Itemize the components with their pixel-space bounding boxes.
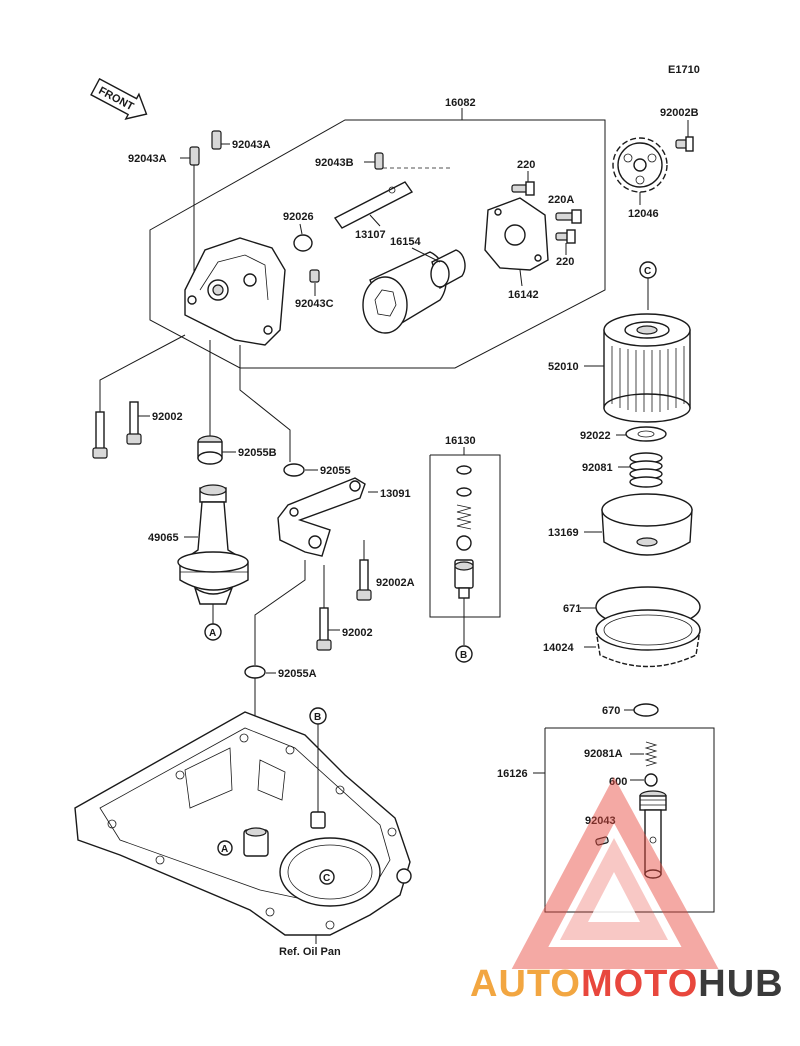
bolt-92002-mid (316, 607, 332, 651)
part-label-92043: 92043 (585, 815, 616, 827)
o-ring-92055 (283, 463, 305, 477)
callout-A-pan (217, 840, 233, 856)
oil-pan (74, 711, 412, 936)
relief-valve-16130-box (429, 454, 501, 618)
sprocket-12046 (612, 137, 668, 193)
part-label-220-top: 220 (517, 159, 535, 171)
part-label-92055B: 92055B (238, 447, 277, 459)
part-label-49065: 49065 (148, 532, 179, 544)
part-label-92081A: 92081A (584, 748, 623, 760)
ball-600 (644, 773, 658, 787)
part-label-52010: 52010 (548, 361, 579, 373)
part-label-92026: 92026 (283, 211, 314, 223)
part-label-92022: 92022 (580, 430, 611, 442)
o-ring-92055A (244, 665, 266, 679)
o-ring-92026 (293, 234, 313, 252)
bypass-valve-16126-box (544, 727, 715, 913)
callout-C-filter-letter: C (644, 266, 651, 277)
part-label-12046: 12046 (628, 208, 659, 220)
oil-pump-body (184, 237, 286, 346)
callout-C-filter (639, 261, 657, 279)
part-label-670: 670 (602, 705, 620, 717)
callout-B-valve-letter: B (460, 650, 467, 661)
valve-body-16126 (639, 790, 667, 879)
bolt-92002B (675, 136, 694, 152)
callout-A-pan-letter: A (221, 844, 228, 855)
dowel-pin-92043A-left (189, 146, 200, 166)
part-label-16154: 16154 (390, 236, 421, 248)
bolt-92002-left-a (92, 411, 108, 459)
pin-92043B (374, 152, 384, 170)
callout-C-pan (319, 869, 335, 885)
ref-oil-pan-label: Ref. Oil Pan (279, 946, 341, 958)
callout-A-strainer (204, 623, 222, 641)
assembly-16082-outline (149, 119, 606, 369)
pin-92043 (595, 836, 609, 846)
watermark-logo (511, 776, 719, 969)
part-label-92002-left: 92002 (152, 411, 183, 423)
housing-14024 (595, 609, 701, 668)
oil-filter-52010 (603, 313, 691, 423)
part-label-220-bottom: 220 (556, 256, 574, 268)
strainer-49065 (177, 484, 249, 605)
pin-92043C (309, 269, 320, 283)
screw-220-bottom (555, 229, 576, 244)
part-label-671: 671 (563, 603, 581, 615)
washer-92022 (625, 426, 667, 442)
spring-92081A (644, 741, 658, 767)
bolt-92002A (356, 559, 372, 601)
part-label-92043A-right: 92043A (232, 139, 271, 151)
screw-220A (555, 209, 582, 224)
plug-92055B (197, 435, 223, 465)
front-arrow-icon: FRONT (90, 77, 148, 120)
part-label-600: 600 (609, 776, 627, 788)
part-label-16142: 16142 (508, 289, 539, 301)
part-label-13091: 13091 (380, 488, 411, 500)
part-label-92055: 92055 (320, 465, 351, 477)
part-label-14024: 14024 (543, 642, 574, 654)
part-label-92002A: 92002A (376, 577, 415, 589)
rotor-16154 (362, 249, 466, 334)
watermark-triangle-icon (511, 776, 719, 969)
callout-B-pan-letter: B (314, 712, 321, 723)
watermark-part-auto: AUTO (470, 963, 581, 1005)
spring-92081 (629, 452, 663, 488)
callout-C-pan-letter: C (323, 873, 330, 884)
part-label-92043A-left: 92043A (128, 153, 167, 165)
part-label-92043B: 92043B (315, 157, 354, 169)
shaft-13107 (333, 181, 414, 229)
pipe-13091 (277, 477, 366, 557)
washer-670 (633, 703, 659, 717)
callout-A-strainer-letter: A (209, 628, 216, 639)
part-label-92055A: 92055A (278, 668, 317, 680)
part-label-92043C: 92043C (295, 298, 334, 310)
part-label-13107: 13107 (355, 229, 386, 241)
diagram-code: E1710 (668, 64, 700, 76)
part-label-220A: 220A (548, 194, 574, 206)
filter-cover-13169 (601, 493, 693, 556)
relief-valve-parts (454, 465, 474, 599)
dowel-pin-92043A-right (211, 130, 222, 150)
part-label-92002-mid: 92002 (342, 627, 373, 639)
part-label-16130: 16130 (445, 435, 476, 447)
part-label-92002B: 92002B (660, 107, 699, 119)
bolt-92002-left-b (126, 401, 142, 445)
callout-B-valve (455, 645, 473, 663)
cover-16142 (484, 197, 549, 271)
watermark-part-hub: HUB (698, 963, 783, 1005)
part-label-16126: 16126 (497, 768, 528, 780)
watermark-part-moto: MOTO (581, 963, 698, 1005)
watermark-text: AUTOMOTOHUB (470, 963, 784, 1005)
part-label-92081: 92081 (582, 462, 613, 474)
part-label-16082: 16082 (445, 97, 476, 109)
screw-220-top (511, 181, 535, 196)
part-label-13169: 13169 (548, 527, 579, 539)
